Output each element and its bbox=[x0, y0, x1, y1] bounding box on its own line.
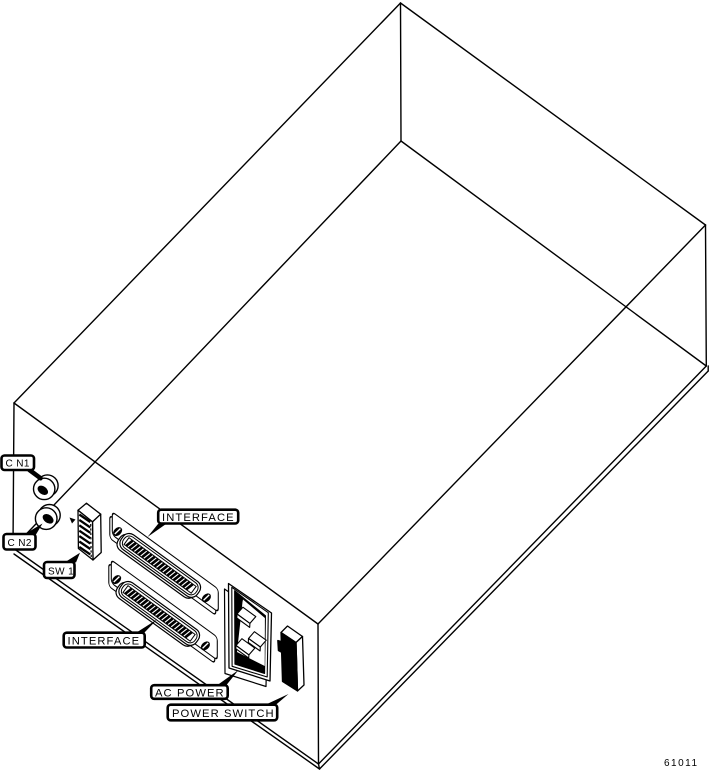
svg-text:INTERFACE: INTERFACE bbox=[162, 512, 235, 524]
svg-text:C N1: C N1 bbox=[6, 459, 30, 470]
svg-text:61011: 61011 bbox=[664, 758, 699, 769]
svg-text:SW 1: SW 1 bbox=[48, 567, 74, 578]
svg-text:AC POWER: AC POWER bbox=[155, 687, 225, 699]
svg-text:C N2: C N2 bbox=[8, 538, 32, 549]
svg-text:POWER SWITCH: POWER SWITCH bbox=[172, 708, 275, 720]
svg-text:INTERFACE: INTERFACE bbox=[68, 635, 141, 647]
